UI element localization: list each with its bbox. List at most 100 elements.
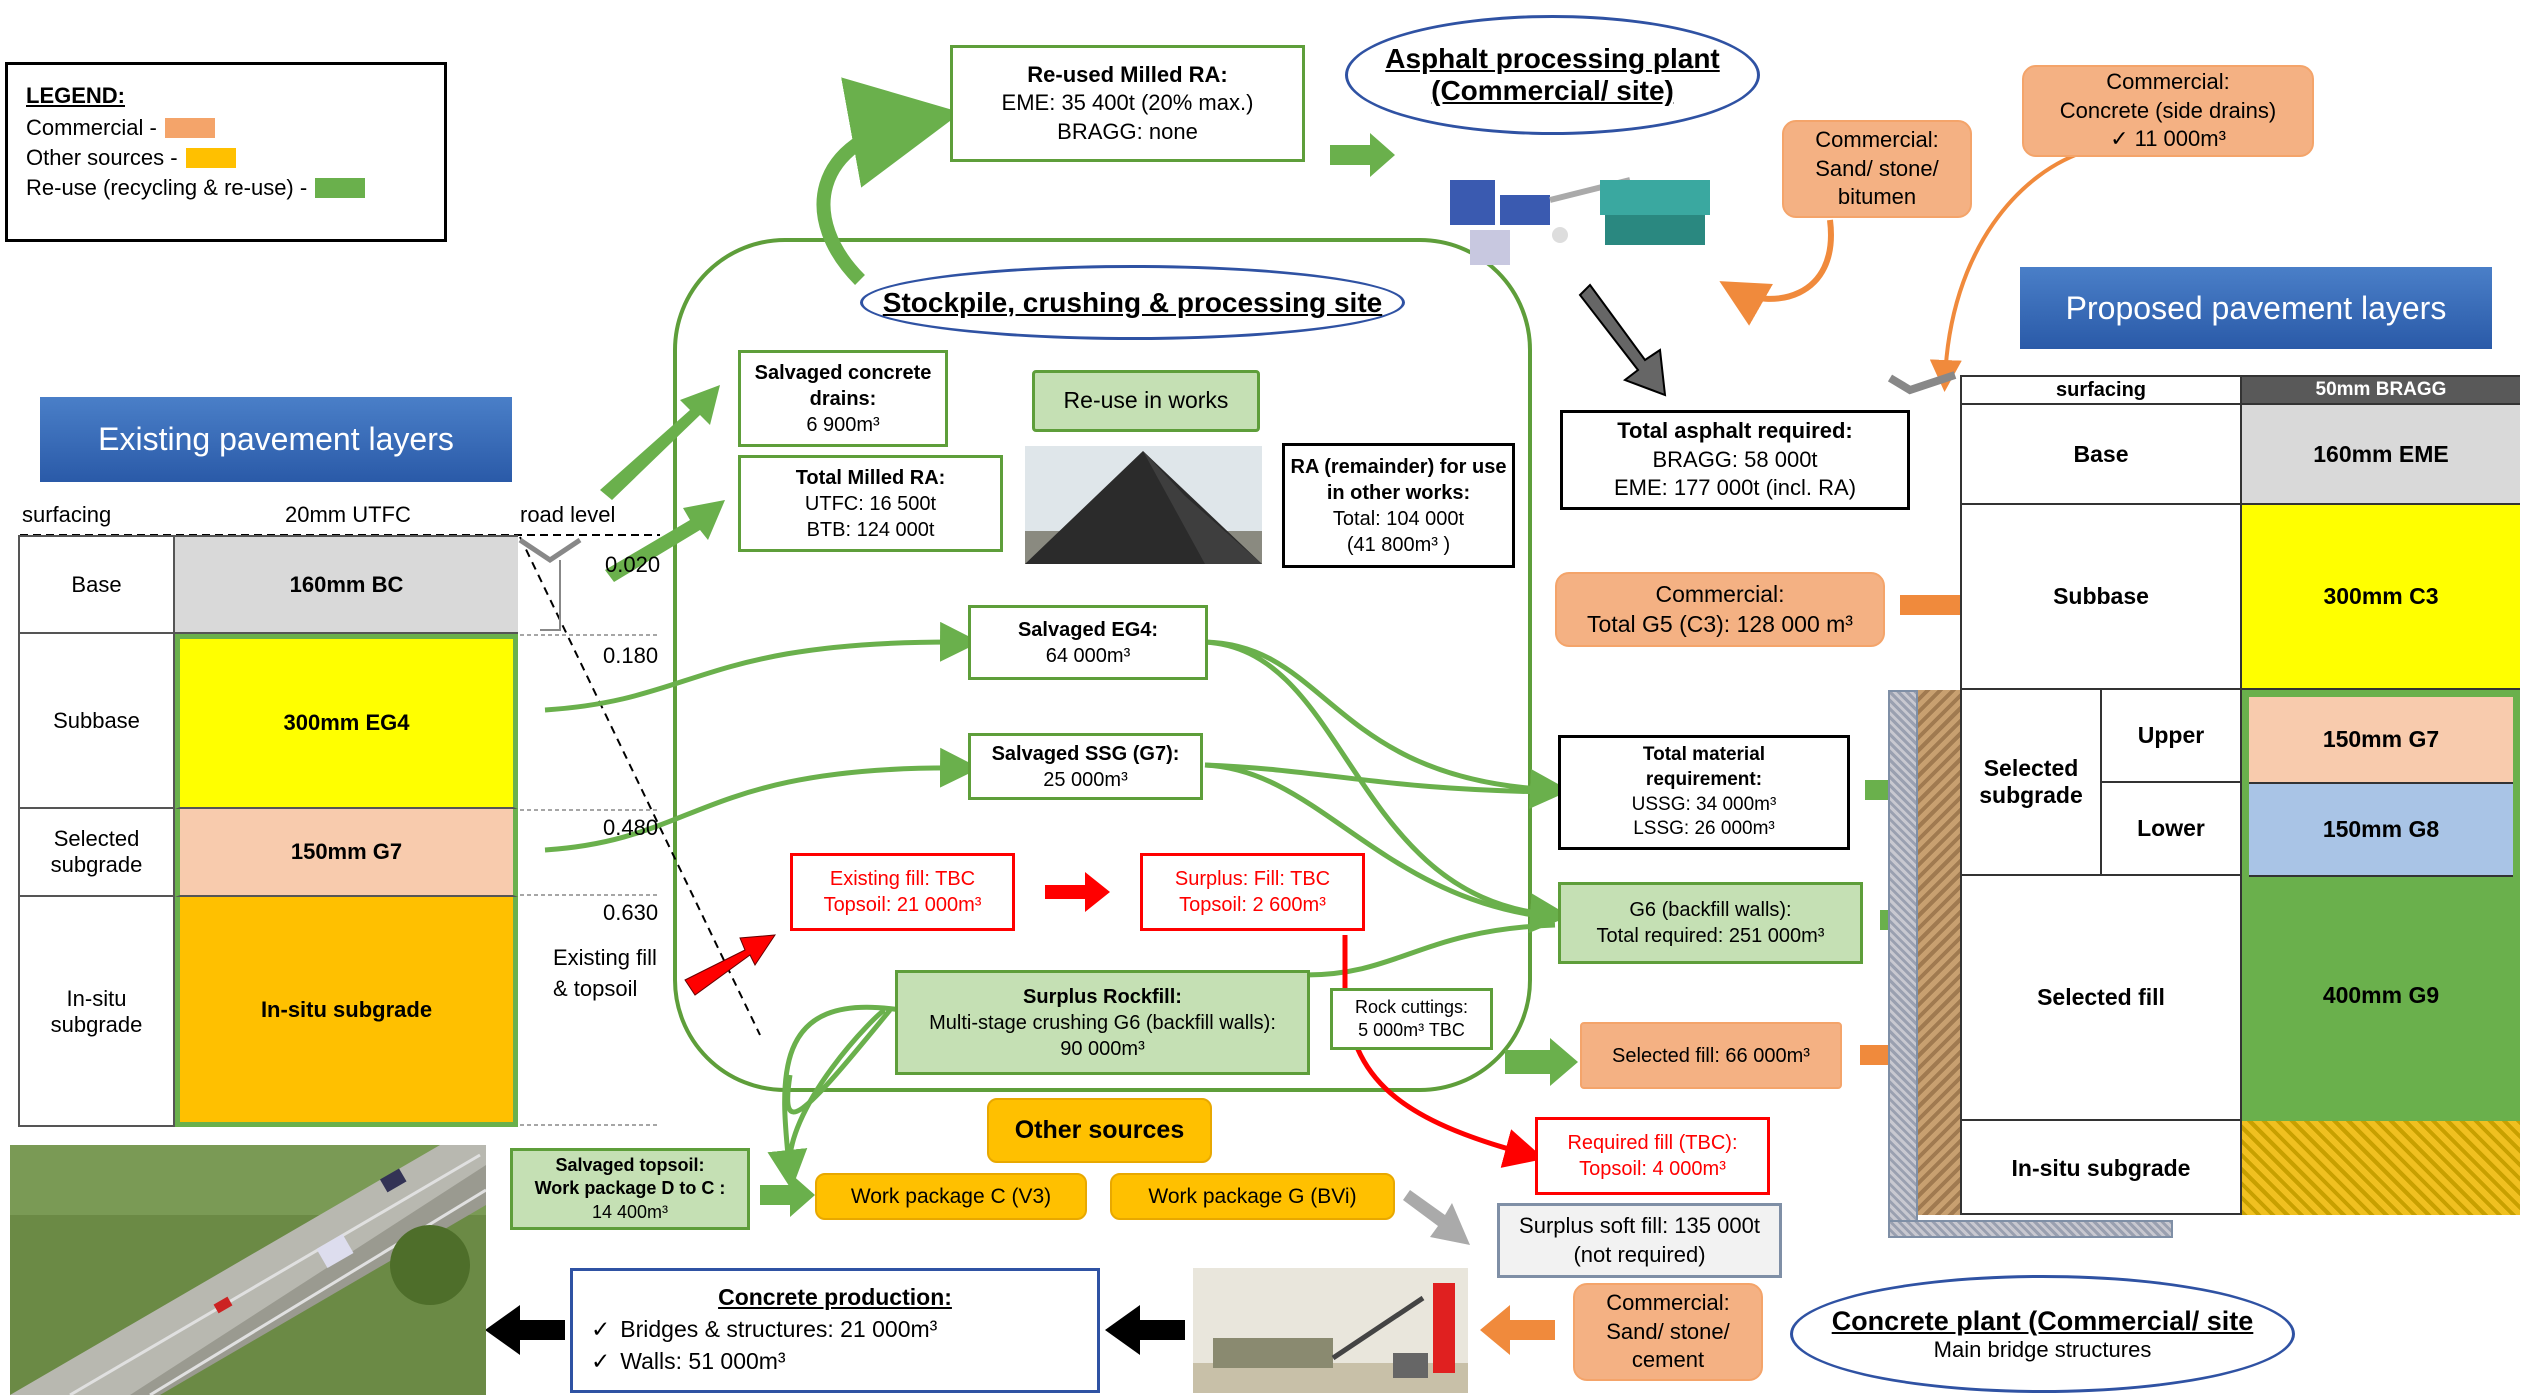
proposed-reuse-block: 150mm G7 150mm G8 400mm G9 (2242, 690, 2520, 1121)
g6-backfill-line: Total required: 251 000m³ (1596, 925, 1825, 947)
commercial-line: Sand/ stone/ (1815, 155, 1939, 181)
concrete-production-item: ✓Walls: 51 000m³ (591, 1345, 1079, 1377)
legend-item-reuse: Re-use (recycling & re-use) - (26, 175, 426, 201)
salvaged-ssg-title: Salvaged SSG (G7): (991, 742, 1180, 765)
total-milled-line: UTFC: 16 500t (804, 492, 937, 515)
proposed-surfacing-value: 50mm BRAGG (2242, 377, 2520, 405)
asphalt-plant-ellipse: Asphalt processing plant (Commercial/ si… (1345, 15, 1760, 135)
legend-item-other: Other sources - (26, 145, 426, 171)
concrete-production-box: Concrete production: ✓Bridges & structur… (570, 1268, 1100, 1393)
commercial-line: bitumen (1837, 184, 1917, 210)
proposed-pavement-header: Proposed pavement layers (2020, 267, 2492, 349)
salvaged-drains-value: 6 900m³ (806, 413, 880, 436)
surplus-rockfill-title: Surplus Rockfill: (1023, 985, 1182, 1008)
ra-remainder-line: (41 800m³ ) (1346, 533, 1451, 556)
retaining-wall (1888, 690, 1918, 1235)
proposed-upper-label: Upper (2102, 690, 2242, 783)
salvaged-concrete-drains-box: Salvaged concrete drains: 6 900m³ (738, 350, 948, 447)
surplus-soft-line: (not required) (1573, 1241, 1706, 1267)
existing-surfacing-label: surfacing (22, 502, 112, 527)
work-package-c-label: Work package C (V3) (850, 1184, 1052, 1208)
asphalt-plant-line: (Commercial/ site) (1431, 75, 1674, 106)
existing-layers-table: Base 160mm BC Subbase 300mm EG4 Selected… (18, 535, 518, 1127)
work-package-c-box: Work package C (V3) (815, 1173, 1087, 1220)
commercial-g5-box: Commercial: Total G5 (C3): 128 000 m³ (1555, 572, 1885, 647)
g6-backfill-box: G6 (backfill walls): Total required: 251… (1558, 882, 1863, 964)
selected-fill-box: Selected fill: 66 000m³ (1580, 1022, 1842, 1089)
proposed-layer-selected-fill: 400mm G9 (2249, 877, 2513, 1114)
legend-item-commercial: Commercial - (26, 115, 426, 141)
road-level-label: road level (520, 502, 616, 527)
concrete-production-title: Concrete production: (718, 1284, 952, 1310)
highway-photo (10, 1145, 486, 1395)
commercial-concrete-box: Commercial: Concrete (side drains) ✓ 11 … (2022, 65, 2314, 157)
reused-milled-line: BRAGG: none (1057, 118, 1198, 144)
existing-fill-topsoil-label: Existing fill & topsoil (553, 945, 657, 1001)
concrete-production-line: Bridges & structures: 21 000m³ (620, 1316, 938, 1343)
stockpile-ellipse: Stockpile, crushing & processing site (860, 265, 1405, 340)
ra-remainder-box: RA (remainder) for use in other works: T… (1282, 443, 1515, 568)
legend-swatch-commercial (164, 118, 215, 138)
backfill-column (1918, 690, 1960, 1215)
work-package-g-box: Work package G (BVi) (1110, 1173, 1395, 1220)
surplus-fill-box: Surplus: Fill: TBC Topsoil: 2 600m³ (1140, 853, 1365, 931)
proposed-subbase-label: Subbase (1962, 505, 2242, 690)
commercial-cement-box: Commercial: Sand/ stone/ cement (1573, 1283, 1763, 1381)
commercial-line: Commercial: (1606, 1290, 1730, 1316)
existing-surfacing-value: 20mm UTFC (285, 502, 411, 527)
proposed-layer-insitu (2242, 1121, 2520, 1215)
salvaged-drains-title: Salvaged concrete drains: (754, 361, 932, 410)
proposed-layer-base: 160mm EME (2242, 405, 2520, 505)
salvaged-eg4-title: Salvaged EG4: (1017, 618, 1159, 641)
existing-row-label: Subbase (20, 634, 175, 809)
commercial-line: Commercial: (1815, 127, 1939, 153)
required-fill-line: Topsoil: 4 000m³ (1579, 1158, 1726, 1180)
existing-layer-insitu: In-situ subgrade (175, 897, 518, 1127)
commercial-sand-bitumen-box: Commercial: Sand/ stone/ bitumen (1782, 120, 1972, 218)
green-block-arrow (600, 385, 725, 582)
g6-backfill-line: G6 (backfill walls): (1629, 899, 1792, 921)
commercial-g5-line: Total G5 (C3): 128 000 m³ (1587, 610, 1853, 637)
rock-cuttings-line: 5 000m³ TBC (1358, 1020, 1465, 1040)
proposed-selected-fill-label: Selected fill (1962, 876, 2242, 1121)
existing-fill-line: Existing fill: TBC (829, 868, 976, 890)
salvaged-ssg-box: Salvaged SSG (G7): 25 000m³ (968, 733, 1203, 800)
depth-label: 0.180 (603, 643, 659, 668)
wall-footing (1888, 1220, 2173, 1238)
proposed-layer-subbase: 300mm C3 (2242, 505, 2520, 690)
proposed-insitu-label: In-situ subgrade (1962, 1121, 2242, 1215)
salvaged-ssg-value: 25 000m³ (1043, 768, 1128, 791)
reused-milled-ra-box: Re-used Milled RA: EME: 35 400t (20% max… (950, 45, 1305, 162)
legend-label: Commercial - (26, 115, 157, 140)
ra-remainder-line: Total: 104 000t (1332, 507, 1465, 530)
legend-swatch-reuse (315, 178, 366, 198)
proposed-surfacing-label: surfacing (1962, 377, 2242, 405)
stockpile-photo (1025, 446, 1262, 564)
rock-cuttings-box: Rock cuttings: 5 000m³ TBC (1330, 988, 1493, 1050)
proposed-selected-subgrade-label: Selected subgrade (1962, 690, 2102, 876)
total-material-line: requirement: (1645, 768, 1763, 790)
salvaged-topsoil-line: Salvaged topsoil: (555, 1154, 705, 1175)
surplus-fill-line: Topsoil: 2 600m³ (1179, 894, 1326, 916)
commercial-line: Concrete (side drains) (2059, 97, 2277, 123)
existing-pavement-header: Existing pavement layers (40, 397, 512, 482)
commercial-line: Commercial: (2106, 69, 2230, 95)
concrete-plant-subtitle: Main bridge structures (1933, 1336, 2152, 1362)
selected-fill-label: Selected fill: 66 000m³ (1612, 1044, 1810, 1067)
legend-label: Re-use (recycling & re-use) - (26, 175, 308, 200)
total-material-line: Total material (1642, 744, 1766, 766)
legend-box: LEGEND: Commercial - Other sources - Re-… (5, 62, 447, 242)
legend-label: Other sources - (26, 145, 178, 170)
commercial-line: Sand/ stone/ (1606, 1318, 1730, 1344)
other-sources-box: Other sources (987, 1098, 1212, 1163)
existing-layer-subbase: 300mm EG4 (175, 634, 518, 809)
total-asphalt-line: EME: 177 000t (incl. RA) (1613, 475, 1857, 501)
total-milled-ra-box: Total Milled RA: UTFC: 16 500t BTB: 124 … (738, 455, 1003, 552)
reused-milled-line: EME: 35 400t (20% max.) (1001, 90, 1254, 116)
proposed-lower-label: Lower (2102, 783, 2242, 876)
proposed-layer-upper: 150mm G7 (2249, 697, 2513, 784)
existing-layer-base: 160mm BC (175, 537, 518, 634)
surplus-rockfill-line: Multi-stage crushing G6 (backfill walls)… (929, 1011, 1276, 1034)
salvaged-eg4-box: Salvaged EG4: 64 000m³ (968, 605, 1208, 680)
proposed-layer-lower: 150mm G8 (2249, 784, 2513, 877)
